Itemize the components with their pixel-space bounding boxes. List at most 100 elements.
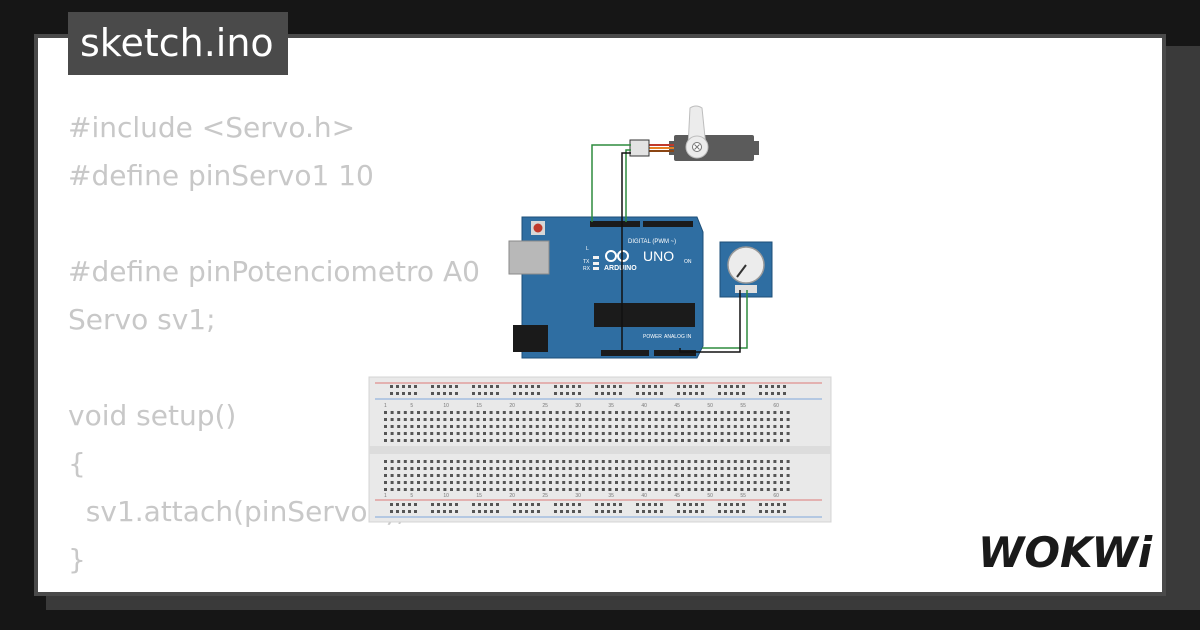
breadboard-hole[interactable] (677, 392, 680, 395)
breadboard-hole[interactable] (423, 439, 427, 442)
breadboard-hole[interactable] (403, 481, 407, 484)
breadboard-hole[interactable] (390, 439, 394, 442)
breadboard-hole[interactable] (786, 467, 790, 470)
breadboard-hole[interactable] (760, 418, 764, 421)
breadboard-hole[interactable] (449, 392, 452, 395)
breadboard-hole[interactable] (588, 425, 592, 428)
breadboard-hole[interactable] (648, 503, 651, 506)
breadboard-hole[interactable] (502, 432, 506, 435)
breadboard-hole[interactable] (397, 425, 401, 428)
breadboard-hole[interactable] (449, 385, 452, 388)
breadboard-hole[interactable] (654, 418, 658, 421)
breadboard-hole[interactable] (681, 488, 684, 491)
breadboard-hole[interactable] (535, 418, 539, 421)
breadboard-hole[interactable] (456, 481, 460, 484)
breadboard-hole[interactable] (687, 467, 691, 470)
breadboard-hole[interactable] (519, 503, 522, 506)
breadboard-hole[interactable] (677, 385, 680, 388)
breadboard-hole[interactable] (430, 439, 434, 442)
breadboard-hole[interactable] (549, 411, 552, 414)
breadboard-hole[interactable] (687, 425, 691, 428)
breadboard-hole[interactable] (384, 418, 387, 421)
breadboard-hole[interactable] (694, 474, 698, 477)
breadboard-hole[interactable] (525, 392, 528, 395)
breadboard-hole[interactable] (572, 392, 575, 395)
breadboard-hole[interactable] (615, 474, 618, 477)
breadboard-hole[interactable] (562, 418, 566, 421)
breadboard-hole[interactable] (777, 503, 780, 506)
breadboard-hole[interactable] (436, 411, 440, 414)
breadboard-hole[interactable] (582, 439, 585, 442)
breadboard-hole[interactable] (786, 411, 790, 414)
breadboard-hole[interactable] (443, 439, 447, 442)
breadboard-hole[interactable] (437, 503, 440, 506)
breadboard-hole[interactable] (766, 488, 770, 491)
breadboard-hole[interactable] (535, 411, 539, 414)
breadboard-hole[interactable] (384, 432, 387, 435)
breadboard-hole[interactable] (701, 392, 704, 395)
breadboard-hole[interactable] (568, 425, 572, 428)
breadboard-hole[interactable] (568, 474, 572, 477)
breadboard-hole[interactable] (396, 385, 399, 388)
breadboard-hole[interactable] (607, 510, 610, 513)
breadboard-hole[interactable] (780, 425, 783, 428)
breadboard-hole[interactable] (733, 418, 737, 421)
breadboard-hole[interactable] (575, 439, 579, 442)
breadboard-hole[interactable] (450, 467, 453, 470)
breadboard-hole[interactable] (469, 425, 473, 428)
breadboard-hole[interactable] (516, 411, 519, 414)
breadboard-hole[interactable] (786, 432, 790, 435)
breadboard-hole[interactable] (621, 460, 625, 463)
breadboard-hole[interactable] (436, 488, 440, 491)
breadboard-hole[interactable] (753, 467, 757, 470)
breadboard-hole[interactable] (773, 467, 777, 470)
breadboard-hole[interactable] (456, 425, 460, 428)
breadboard-hole[interactable] (535, 488, 539, 491)
breadboard-hole[interactable] (417, 439, 420, 442)
breadboard-hole[interactable] (423, 460, 427, 463)
breadboard-hole[interactable] (771, 503, 774, 506)
breadboard-hole[interactable] (443, 488, 447, 491)
breadboard-hole[interactable] (714, 432, 717, 435)
breadboard-hole[interactable] (529, 425, 533, 428)
breadboard-hole[interactable] (483, 425, 486, 428)
breadboard-hole[interactable] (766, 418, 770, 421)
breadboard-hole[interactable] (529, 481, 533, 484)
breadboard-hole[interactable] (509, 418, 513, 421)
breadboard-hole[interactable] (588, 460, 592, 463)
breadboard-hole[interactable] (397, 474, 401, 477)
breadboard-hole[interactable] (490, 385, 493, 388)
breadboard-hole[interactable] (687, 488, 691, 491)
breadboard-hole[interactable] (608, 425, 612, 428)
breadboard-hole[interactable] (615, 488, 618, 491)
breadboard-hole[interactable] (601, 510, 604, 513)
breadboard-hole[interactable] (560, 510, 563, 513)
breadboard-hole[interactable] (760, 474, 764, 477)
breadboard-hole[interactable] (402, 510, 405, 513)
breadboard-hole[interactable] (747, 432, 750, 435)
breadboard-hole[interactable] (562, 425, 566, 428)
breadboard-hole[interactable] (522, 488, 526, 491)
breadboard-hole[interactable] (414, 510, 417, 513)
breadboard-hole[interactable] (700, 425, 704, 428)
breadboard-hole[interactable] (516, 460, 519, 463)
breadboard-hole[interactable] (628, 425, 632, 428)
breadboard-hole[interactable] (759, 503, 762, 506)
breadboard-hole[interactable] (483, 460, 486, 463)
breadboard-hole[interactable] (535, 432, 539, 435)
breadboard-hole[interactable] (542, 418, 546, 421)
breadboard-hole[interactable] (554, 392, 557, 395)
breadboard-hole[interactable] (568, 467, 572, 470)
breadboard-hole[interactable] (753, 425, 757, 428)
breadboard-hole[interactable] (423, 425, 427, 428)
breadboard-hole[interactable] (476, 418, 480, 421)
breadboard-hole[interactable] (720, 467, 724, 470)
breadboard-hole[interactable] (483, 439, 486, 442)
breadboard-hole[interactable] (694, 488, 698, 491)
breadboard-hole[interactable] (694, 460, 698, 463)
breadboard-hole[interactable] (449, 510, 452, 513)
breadboard-hole[interactable] (555, 481, 559, 484)
breadboard-hole[interactable] (410, 467, 414, 470)
breadboard-hole[interactable] (720, 418, 724, 421)
breadboard-hole[interactable] (621, 411, 625, 414)
